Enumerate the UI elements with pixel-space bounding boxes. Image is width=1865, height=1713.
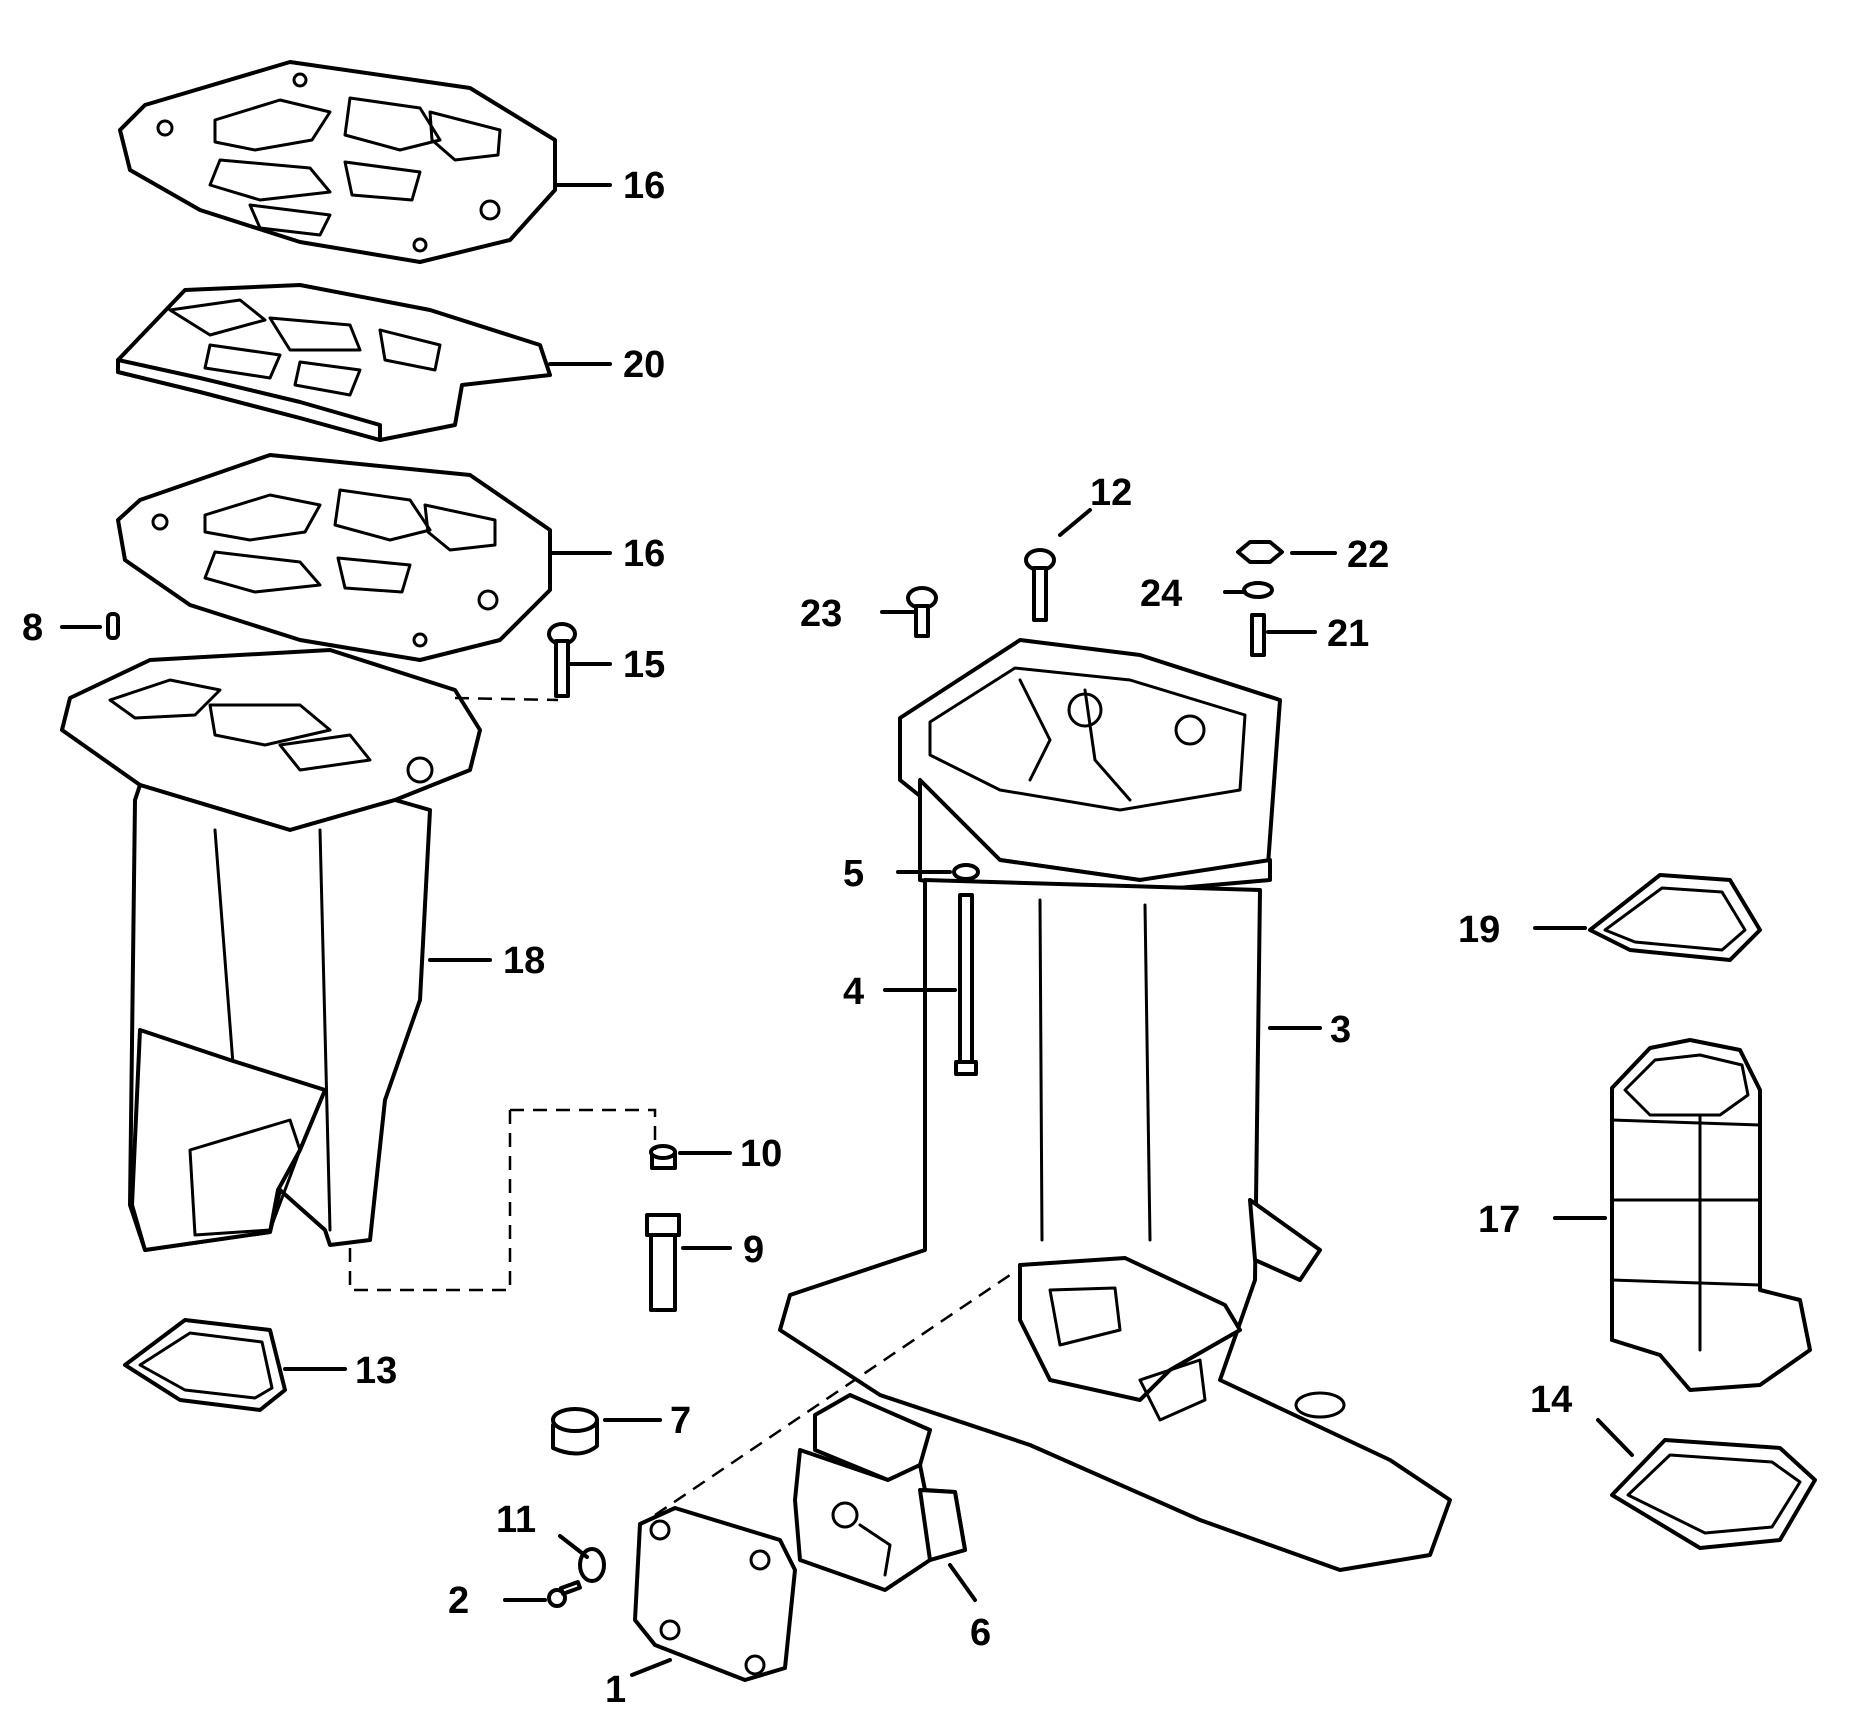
callout-16-upper: 16	[623, 165, 665, 207]
callout-15: 15	[623, 644, 665, 686]
part-2-screw	[547, 1580, 582, 1608]
callout-1: 1	[605, 1669, 626, 1711]
part-16-upper-gasket	[118, 60, 557, 264]
part-18-exhaust-housing	[60, 648, 482, 1252]
part-23-screw	[906, 586, 938, 638]
callout-23: 23	[800, 593, 842, 635]
part-24-lockwasher	[1242, 581, 1274, 599]
part-22-nut	[1236, 540, 1284, 564]
callout-6: 6	[970, 1612, 991, 1654]
callout-7: 7	[670, 1400, 691, 1442]
callout-19: 19	[1458, 909, 1500, 951]
part-4-stud	[954, 893, 978, 1076]
part-6-mount	[793, 1393, 967, 1592]
part-3-driveshaft-housing	[778, 638, 1452, 1572]
callout-17: 17	[1478, 1199, 1520, 1241]
alignment-lines	[348, 696, 1011, 1517]
part-19-seal	[1588, 873, 1762, 962]
part-14-seal	[1610, 1438, 1817, 1550]
callout-24: 24	[1140, 573, 1182, 615]
callout-2: 2	[448, 1580, 469, 1622]
callout-21: 21	[1327, 613, 1369, 655]
callout-5: 5	[843, 853, 864, 895]
part-10-plug	[649, 1144, 677, 1170]
callout-8: 8	[22, 607, 43, 649]
part-8-dowel-pin	[106, 612, 120, 640]
part-13-seal	[123, 1318, 287, 1412]
part-1-cover	[633, 1506, 797, 1682]
callout-4: 4	[843, 971, 864, 1013]
callout-labels: 16 20 16 15 8 18 10 9 13 7 11 2 1 6 5 4 …	[22, 165, 1572, 1711]
part-20-adapter-plate	[116, 283, 552, 442]
callout-14: 14	[1530, 1379, 1572, 1421]
callout-12: 12	[1090, 472, 1132, 514]
callout-13: 13	[355, 1350, 397, 1392]
callout-9: 9	[743, 1229, 764, 1271]
part-7-cap	[551, 1407, 599, 1456]
callout-20: 20	[623, 344, 665, 386]
part-5-washer	[952, 863, 980, 881]
part-9-tube	[645, 1213, 681, 1312]
callout-16-lower: 16	[623, 533, 665, 575]
callout-3: 3	[1330, 1009, 1351, 1051]
part-21-stud	[1250, 613, 1266, 657]
callout-18: 18	[503, 940, 545, 982]
part-16-lower-gasket	[116, 453, 552, 662]
callout-22: 22	[1347, 534, 1389, 576]
part-15-screw	[547, 622, 577, 698]
callout-11: 11	[496, 1499, 536, 1541]
callout-10: 10	[740, 1133, 782, 1175]
leader-lines	[60, 183, 1634, 1677]
part-17-exhaust-tube	[1610, 1038, 1812, 1392]
part-12-screw	[1024, 548, 1056, 622]
